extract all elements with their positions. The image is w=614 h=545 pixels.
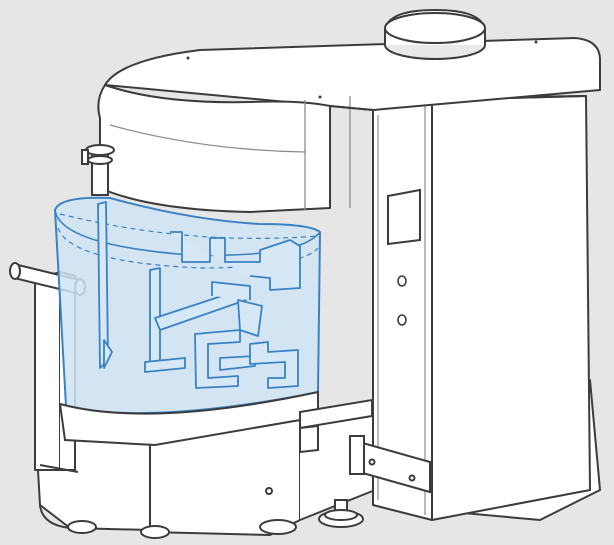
base-connector	[299, 398, 373, 454]
control-panel-icon	[387, 188, 421, 246]
knob-icon	[397, 275, 407, 326]
head-screws	[186, 40, 538, 99]
caster-wheel-icon	[67, 519, 297, 539]
mixer-head	[97, 37, 601, 213]
spindle-post	[81, 144, 115, 196]
beater-tool-icon	[97, 201, 301, 389]
side-bracket	[349, 435, 431, 494]
leveling-foot-icon	[318, 499, 364, 528]
dome-cap	[384, 8, 486, 60]
